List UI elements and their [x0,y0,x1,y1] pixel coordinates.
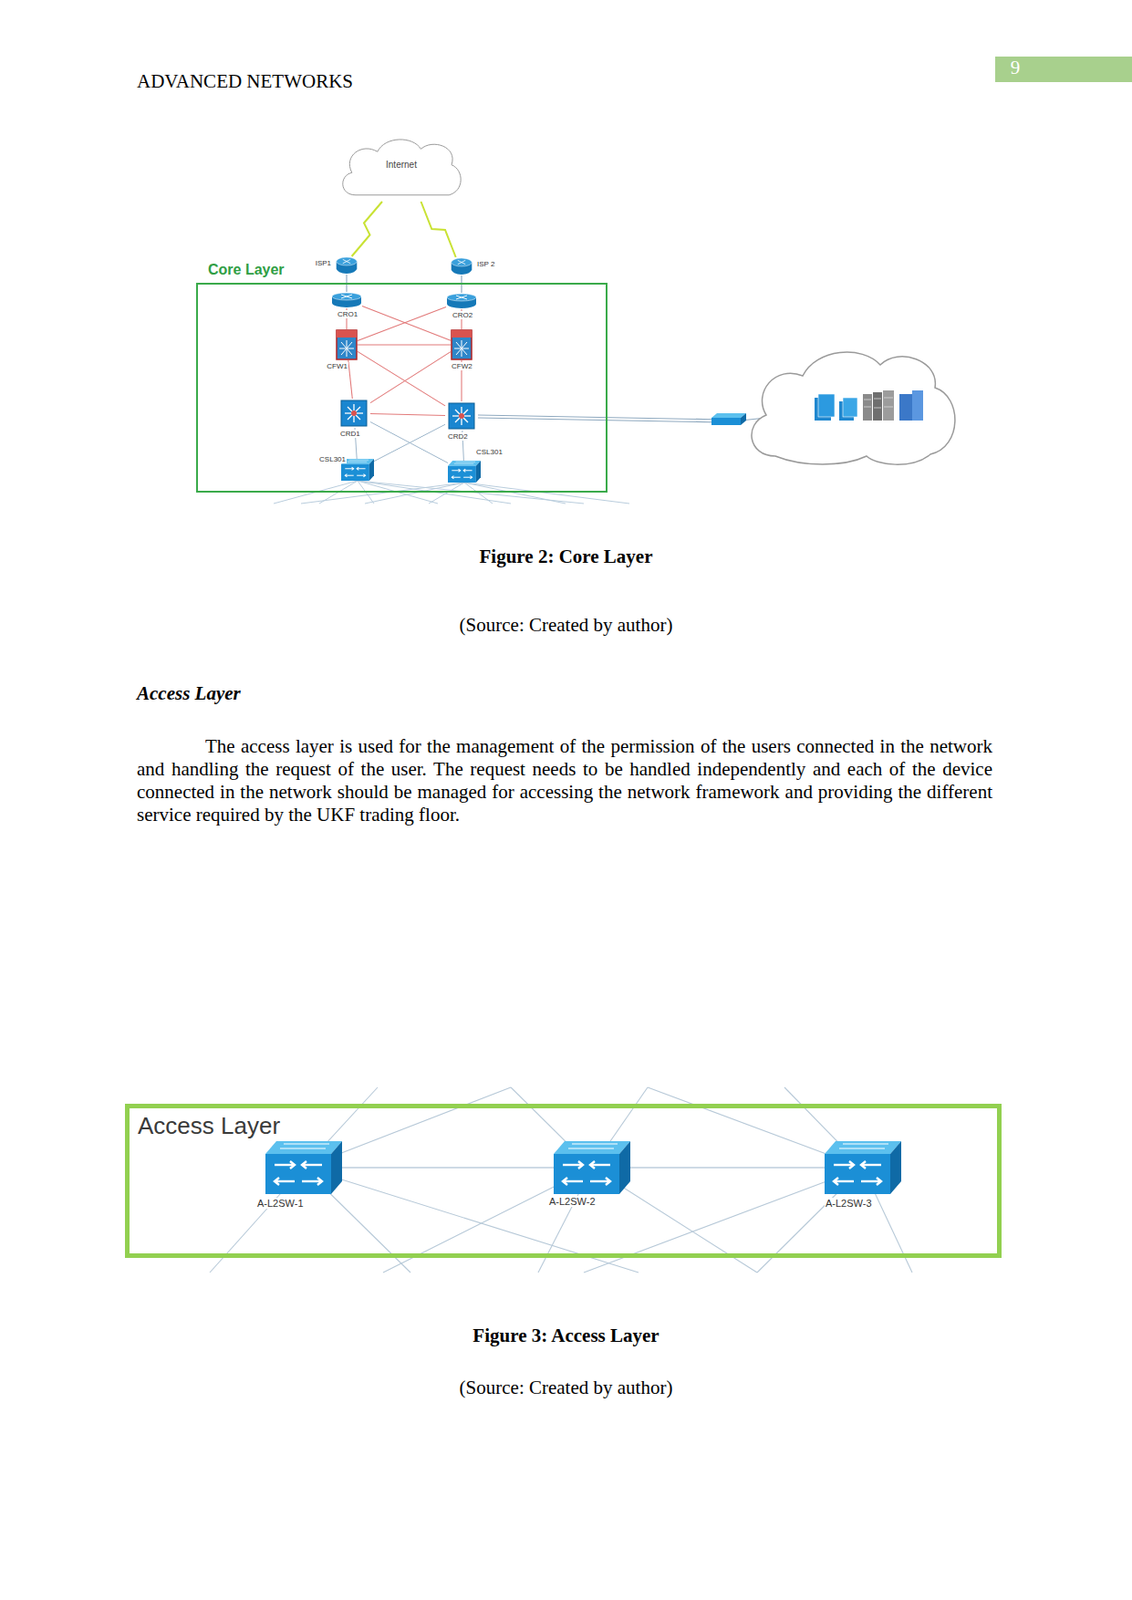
figure-source: (Source: Created by author) [0,613,1132,637]
node-label: CRO1 [336,310,359,319]
firewall-symbol: CFW2 [450,329,473,361]
distribution-switch: CSL301 [341,458,374,481]
core-router: CRO1 [331,291,363,309]
body-paragraph: The access layer is used for the managem… [136,735,993,827]
access-switch: A-L2SW-3 [824,1141,902,1195]
figure-source: (Source: Created by author) [0,1376,1132,1400]
network-link [630,1166,825,1168]
figure-caption: Figure 3: Access Layer [0,1324,1132,1348]
wan-link [421,201,457,258]
core-switch: CRD1 [337,398,371,428]
section-heading: Access Layer [136,682,241,706]
node-label: CRD1 [339,429,362,438]
network-link [357,343,451,345]
node-label: A-L2SW-3 [824,1197,873,1209]
wan-link [352,201,383,257]
node-label: ISP 2 [476,259,496,269]
node-label: CSL301 [318,455,347,464]
network-link [373,424,446,461]
access-switch: A-L2SW-2 [553,1141,631,1195]
isp-router: ISP 2 [450,257,473,276]
access-layer-box: Access LayerA-L2SW-1A-L2SW-2A-L2SW-3 [124,1103,1002,1258]
network-link [370,422,448,464]
node-label: CSL301 [475,447,504,457]
network-link [342,1166,554,1168]
network-link [362,306,451,342]
node-label: Internet [336,159,467,170]
node-label: ISP1 [314,259,333,268]
running-header: ADVANCED NETWORKS [136,70,354,94]
distribution-switch: CSL301 [447,460,481,483]
core-layer-box: Core LayerCRO1CRO2CFW1CFW2CRD1CRD2CSL301… [196,282,608,493]
node-label: Access Layer [136,1111,281,1141]
node-label: CFW2 [450,362,474,371]
firewall-symbol: CFW1 [335,329,358,361]
internet-cloud: Internet [336,135,465,202]
node-label: A-L2SW-2 [548,1195,597,1207]
network-link [370,414,446,416]
core-switch: CRD2 [445,401,478,431]
network-link [357,351,446,406]
node-label: Core Layer [207,261,286,279]
figure-caption: Figure 2: Core Layer [0,545,1132,569]
server-icons [814,390,924,421]
core-router: CRO2 [446,292,478,310]
isp-router: ISP1 [335,256,358,275]
node-label: CRO2 [451,311,474,320]
network-link [370,352,451,404]
node-label: A-L2SW-1 [256,1197,305,1209]
switch-symbol [711,413,747,426]
node-label: CFW1 [325,362,349,371]
server-cloud [751,352,956,465]
network-link [357,307,447,342]
network-link [348,360,354,399]
page-number: 9 [995,56,1036,80]
access-switch: A-L2SW-1 [265,1141,343,1195]
node-label: CRD2 [446,432,469,441]
